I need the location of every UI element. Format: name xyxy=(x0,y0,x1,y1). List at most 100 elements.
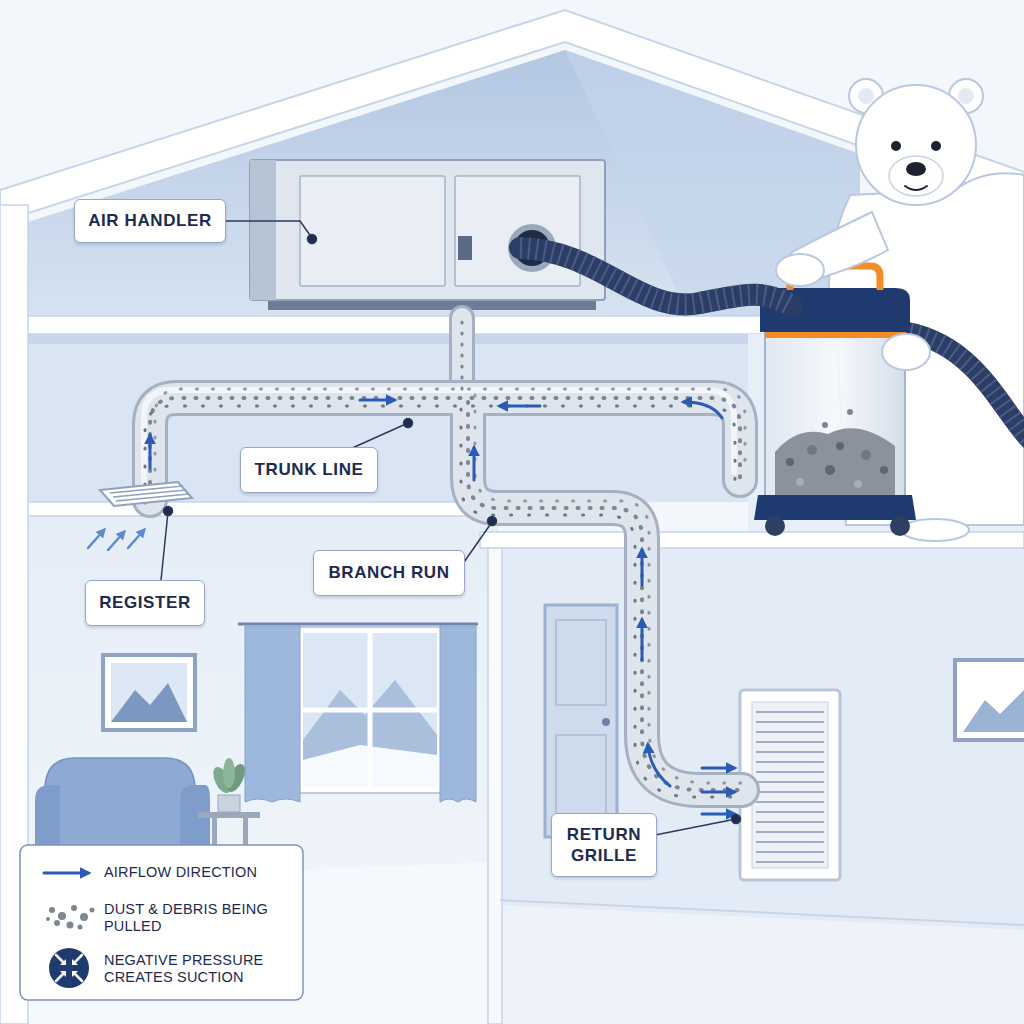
polar-bear-part xyxy=(958,88,974,104)
hallway-room-part xyxy=(500,900,1024,925)
airflow-arrows-part xyxy=(360,399,394,402)
register-part xyxy=(100,482,192,506)
callout-box: RETURN GRILLE xyxy=(551,813,657,877)
airflow-arrows-part xyxy=(500,405,540,408)
legend-panel-part xyxy=(46,905,95,930)
leader-lines-part xyxy=(215,221,312,238)
living-room-furniture-part xyxy=(440,626,476,802)
living-room-furniture-part xyxy=(297,627,443,793)
air-handler-part xyxy=(455,176,580,286)
return-grille-part xyxy=(756,712,824,862)
airflow-arrows-part-part xyxy=(128,530,144,548)
polar-bear-part xyxy=(889,156,943,196)
legend-panel-part-part xyxy=(56,955,64,963)
hallway-room-part xyxy=(556,735,606,823)
polar-bear-part xyxy=(856,85,976,205)
house-structure-part xyxy=(28,334,748,344)
legend-panel-part-part xyxy=(67,922,74,929)
legend-panel-part-part xyxy=(80,913,88,921)
airflow-arrows-part xyxy=(702,813,734,816)
dust-particles-part xyxy=(461,409,733,797)
duct-system-part xyxy=(150,398,740,500)
airflow-arrows-part xyxy=(88,530,144,550)
callout-box: TRUNK LINE xyxy=(240,447,378,493)
living-room-furniture-part xyxy=(218,795,240,812)
legend-panel-part-part xyxy=(60,971,66,977)
legend-panel-part-part xyxy=(78,925,83,930)
air-handler-part xyxy=(458,236,472,260)
shop-vacuum-part xyxy=(796,478,804,486)
legend-panel-part-part xyxy=(72,959,78,965)
house-structure-part xyxy=(500,905,1024,1024)
leader-lines-part xyxy=(732,815,741,824)
dust-particles-part xyxy=(150,398,740,495)
living-room-furniture-part xyxy=(111,683,187,722)
callout-label: TRUNK LINE xyxy=(255,459,364,480)
airflow-arrows-part-part xyxy=(88,530,104,548)
callout-label: RETURN GRILLE xyxy=(564,824,644,867)
shop-vacuum xyxy=(520,248,1024,536)
polar-bear-part xyxy=(901,519,969,541)
airflow-arrows-part xyxy=(149,436,152,468)
register xyxy=(100,482,192,506)
living-room-furniture-part xyxy=(198,812,260,818)
shop-vacuum-part xyxy=(854,480,862,488)
hallway-room-part xyxy=(602,718,610,726)
legend-panel-part xyxy=(60,959,78,977)
leader-lines-part xyxy=(308,235,317,244)
hallway-room-part xyxy=(963,690,1024,732)
callout-label: BRANCH RUN xyxy=(328,562,449,583)
house-structure-part xyxy=(500,548,1024,1024)
legend-panel-part-part xyxy=(72,971,78,977)
airflow-arrows-part xyxy=(641,550,644,585)
house-structure-part xyxy=(28,50,860,318)
dust-particles-part xyxy=(468,402,740,790)
shop-vacuum-part xyxy=(775,428,895,497)
house-structure-part xyxy=(0,502,500,516)
legend-item: DUST & DEBRIS BEING PULLED xyxy=(104,895,294,941)
legend-panel xyxy=(20,845,303,1000)
callout-box: BRANCH RUN xyxy=(313,550,465,596)
callout-label: AIR HANDLER xyxy=(88,210,212,231)
duct-system-part xyxy=(150,398,740,500)
leader-lines-part xyxy=(488,517,497,526)
dust-particles-part xyxy=(461,322,464,396)
airflow-arrows-part xyxy=(702,767,734,770)
dust-particles xyxy=(145,322,747,797)
legend-panel-part-part xyxy=(46,917,50,921)
bear-paws xyxy=(776,212,930,370)
air-handler-part xyxy=(300,176,445,286)
bear-paws-part xyxy=(776,254,824,286)
legend-panel-part-part xyxy=(58,912,66,920)
shop-vacuum-part xyxy=(520,248,792,306)
airflow-arrows-part-part xyxy=(108,532,124,550)
airflow-arrows-part xyxy=(648,745,670,786)
leader-lines xyxy=(160,221,741,838)
legend-panel-part-part xyxy=(71,905,77,911)
duct-system-part xyxy=(144,390,734,492)
legend-panel-part-part xyxy=(90,908,95,913)
polar-bear-part xyxy=(906,162,926,176)
living-room-furniture-part xyxy=(300,630,440,790)
house-structure-part xyxy=(488,548,502,1024)
shop-vacuum-part xyxy=(890,516,910,536)
airflow-arrows-part xyxy=(684,402,722,418)
living-room-furniture-part xyxy=(300,708,440,713)
air-handler-part xyxy=(250,160,605,300)
legend-panel-part-part xyxy=(74,955,82,963)
legend-panel-part-part xyxy=(60,959,66,965)
polar-bear-part xyxy=(858,88,874,104)
callout-box: AIR HANDLER xyxy=(74,199,226,243)
legend-item: NEGATIVE PRESSURE CREATES SUCTION xyxy=(104,945,294,993)
living-room-furniture-part xyxy=(212,818,217,848)
living-room-furniture-part xyxy=(238,623,478,626)
duct-system xyxy=(144,318,742,790)
air-handler-part xyxy=(250,160,276,300)
bear-paws-part xyxy=(882,334,930,370)
polar-bear-part xyxy=(931,141,941,151)
hallway-room-part xyxy=(556,620,606,705)
air-handler xyxy=(250,160,605,310)
shop-vacuum-part xyxy=(822,422,828,428)
